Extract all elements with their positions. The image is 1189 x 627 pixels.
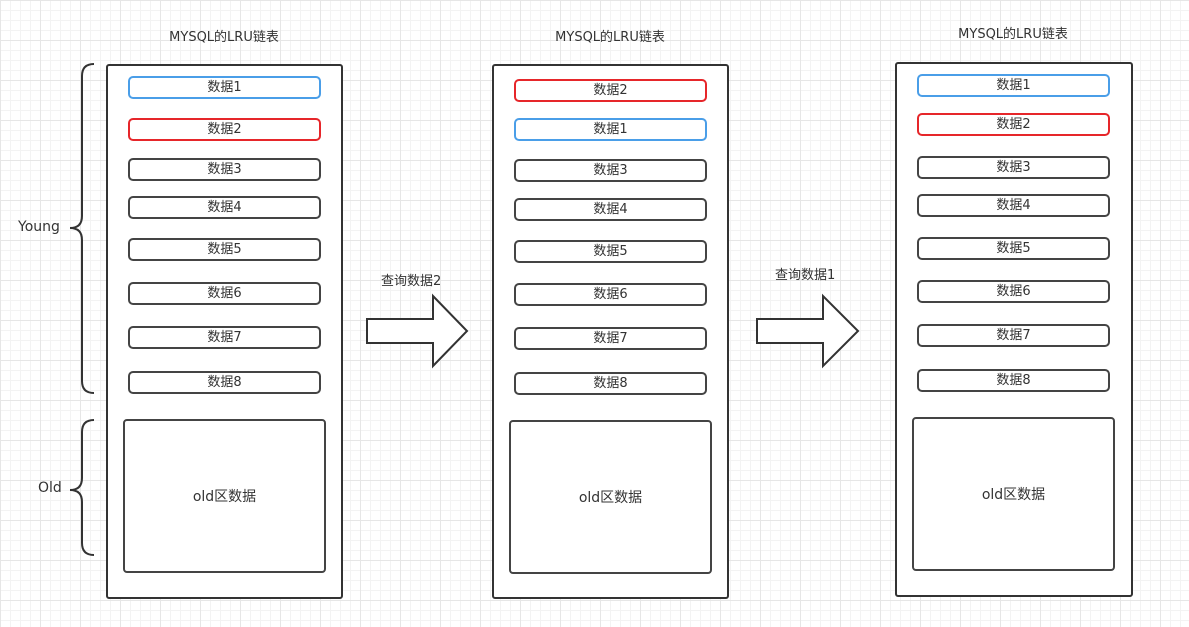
old-region-box: old区数据 xyxy=(912,417,1115,571)
young-brace xyxy=(69,63,95,394)
list-item: 数据6 xyxy=(917,280,1110,303)
list-item: 数据3 xyxy=(917,156,1110,179)
panel-1-title: MYSQL的LRU链表 xyxy=(169,30,279,45)
list-item: 数据1 xyxy=(128,76,321,99)
old-region-box: old区数据 xyxy=(123,419,326,573)
arrow-2-shape xyxy=(756,293,860,369)
old-region-box: old区数据 xyxy=(509,420,712,574)
panel-2-title: MYSQL的LRU链表 xyxy=(555,30,665,45)
list-item: 数据8 xyxy=(514,372,707,395)
lru-list-panel-1: 数据1 数据2 数据3 数据4 数据5 数据6 数据7 数据8 old区数据 xyxy=(106,64,343,599)
list-item: 数据7 xyxy=(128,326,321,349)
list-item: 数据5 xyxy=(917,237,1110,260)
old-region-label: Old xyxy=(38,480,62,496)
list-item: 数据2 xyxy=(917,113,1110,136)
arrow-2-label: 查询数据1 xyxy=(775,268,836,283)
list-item: 数据7 xyxy=(917,324,1110,347)
panel-3-title: MYSQL的LRU链表 xyxy=(958,27,1068,42)
list-item: 数据3 xyxy=(514,159,707,182)
list-item: 数据2 xyxy=(128,118,321,141)
list-item: 数据8 xyxy=(917,369,1110,392)
list-item: 数据1 xyxy=(514,118,707,141)
list-item: 数据6 xyxy=(128,282,321,305)
list-item: 数据7 xyxy=(514,327,707,350)
list-item: 数据5 xyxy=(128,238,321,261)
list-item: 数据5 xyxy=(514,240,707,263)
lru-list-panel-2: 数据2 数据1 数据3 数据4 数据5 数据6 数据7 数据8 old区数据 xyxy=(492,64,729,599)
list-item: 数据2 xyxy=(514,79,707,102)
list-item: 数据8 xyxy=(128,371,321,394)
arrow-1-label: 查询数据2 xyxy=(381,274,442,289)
list-item: 数据6 xyxy=(514,283,707,306)
arrow-1-shape xyxy=(366,293,469,369)
old-brace xyxy=(69,419,95,556)
list-item: 数据1 xyxy=(917,74,1110,97)
list-item: 数据4 xyxy=(514,198,707,221)
young-region-label: Young xyxy=(18,219,60,235)
list-item: 数据3 xyxy=(128,158,321,181)
lru-list-panel-3: 数据1 数据2 数据3 数据4 数据5 数据6 数据7 数据8 old区数据 xyxy=(895,62,1133,597)
list-item: 数据4 xyxy=(917,194,1110,217)
list-item: 数据4 xyxy=(128,196,321,219)
